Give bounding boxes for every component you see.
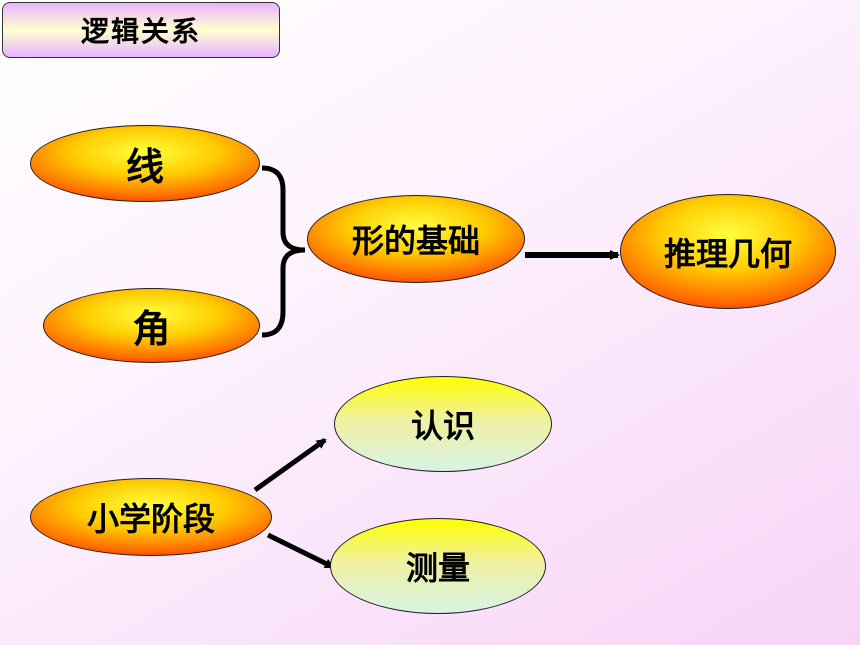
node-measure: 测量	[330, 518, 546, 614]
node-deductive-geometry: 推理几何	[620, 194, 836, 309]
node-angle-label: 角	[132, 307, 171, 351]
brace-connector	[261, 165, 306, 338]
node-shape-basis: 形的基础	[307, 195, 525, 283]
arrow-to-recognize	[253, 437, 327, 493]
node-shape-basis-label: 形的基础	[351, 222, 480, 260]
node-recognize: 认识	[334, 376, 552, 472]
node-angle: 角	[43, 288, 260, 363]
node-deductive-geometry-label: 推理几何	[663, 234, 792, 273]
title-box: 逻辑关系	[2, 2, 280, 58]
node-line: 线	[30, 125, 260, 202]
node-primary-stage-label: 小学阶段	[86, 500, 215, 538]
node-measure-label: 测量	[405, 549, 470, 587]
arrow-to-measure	[266, 532, 335, 570]
node-recognize-label: 认识	[410, 407, 475, 445]
title-text: 逻辑关系	[80, 15, 201, 48]
node-line-label: 线	[125, 145, 164, 189]
node-primary-stage: 小学阶段	[30, 478, 272, 556]
